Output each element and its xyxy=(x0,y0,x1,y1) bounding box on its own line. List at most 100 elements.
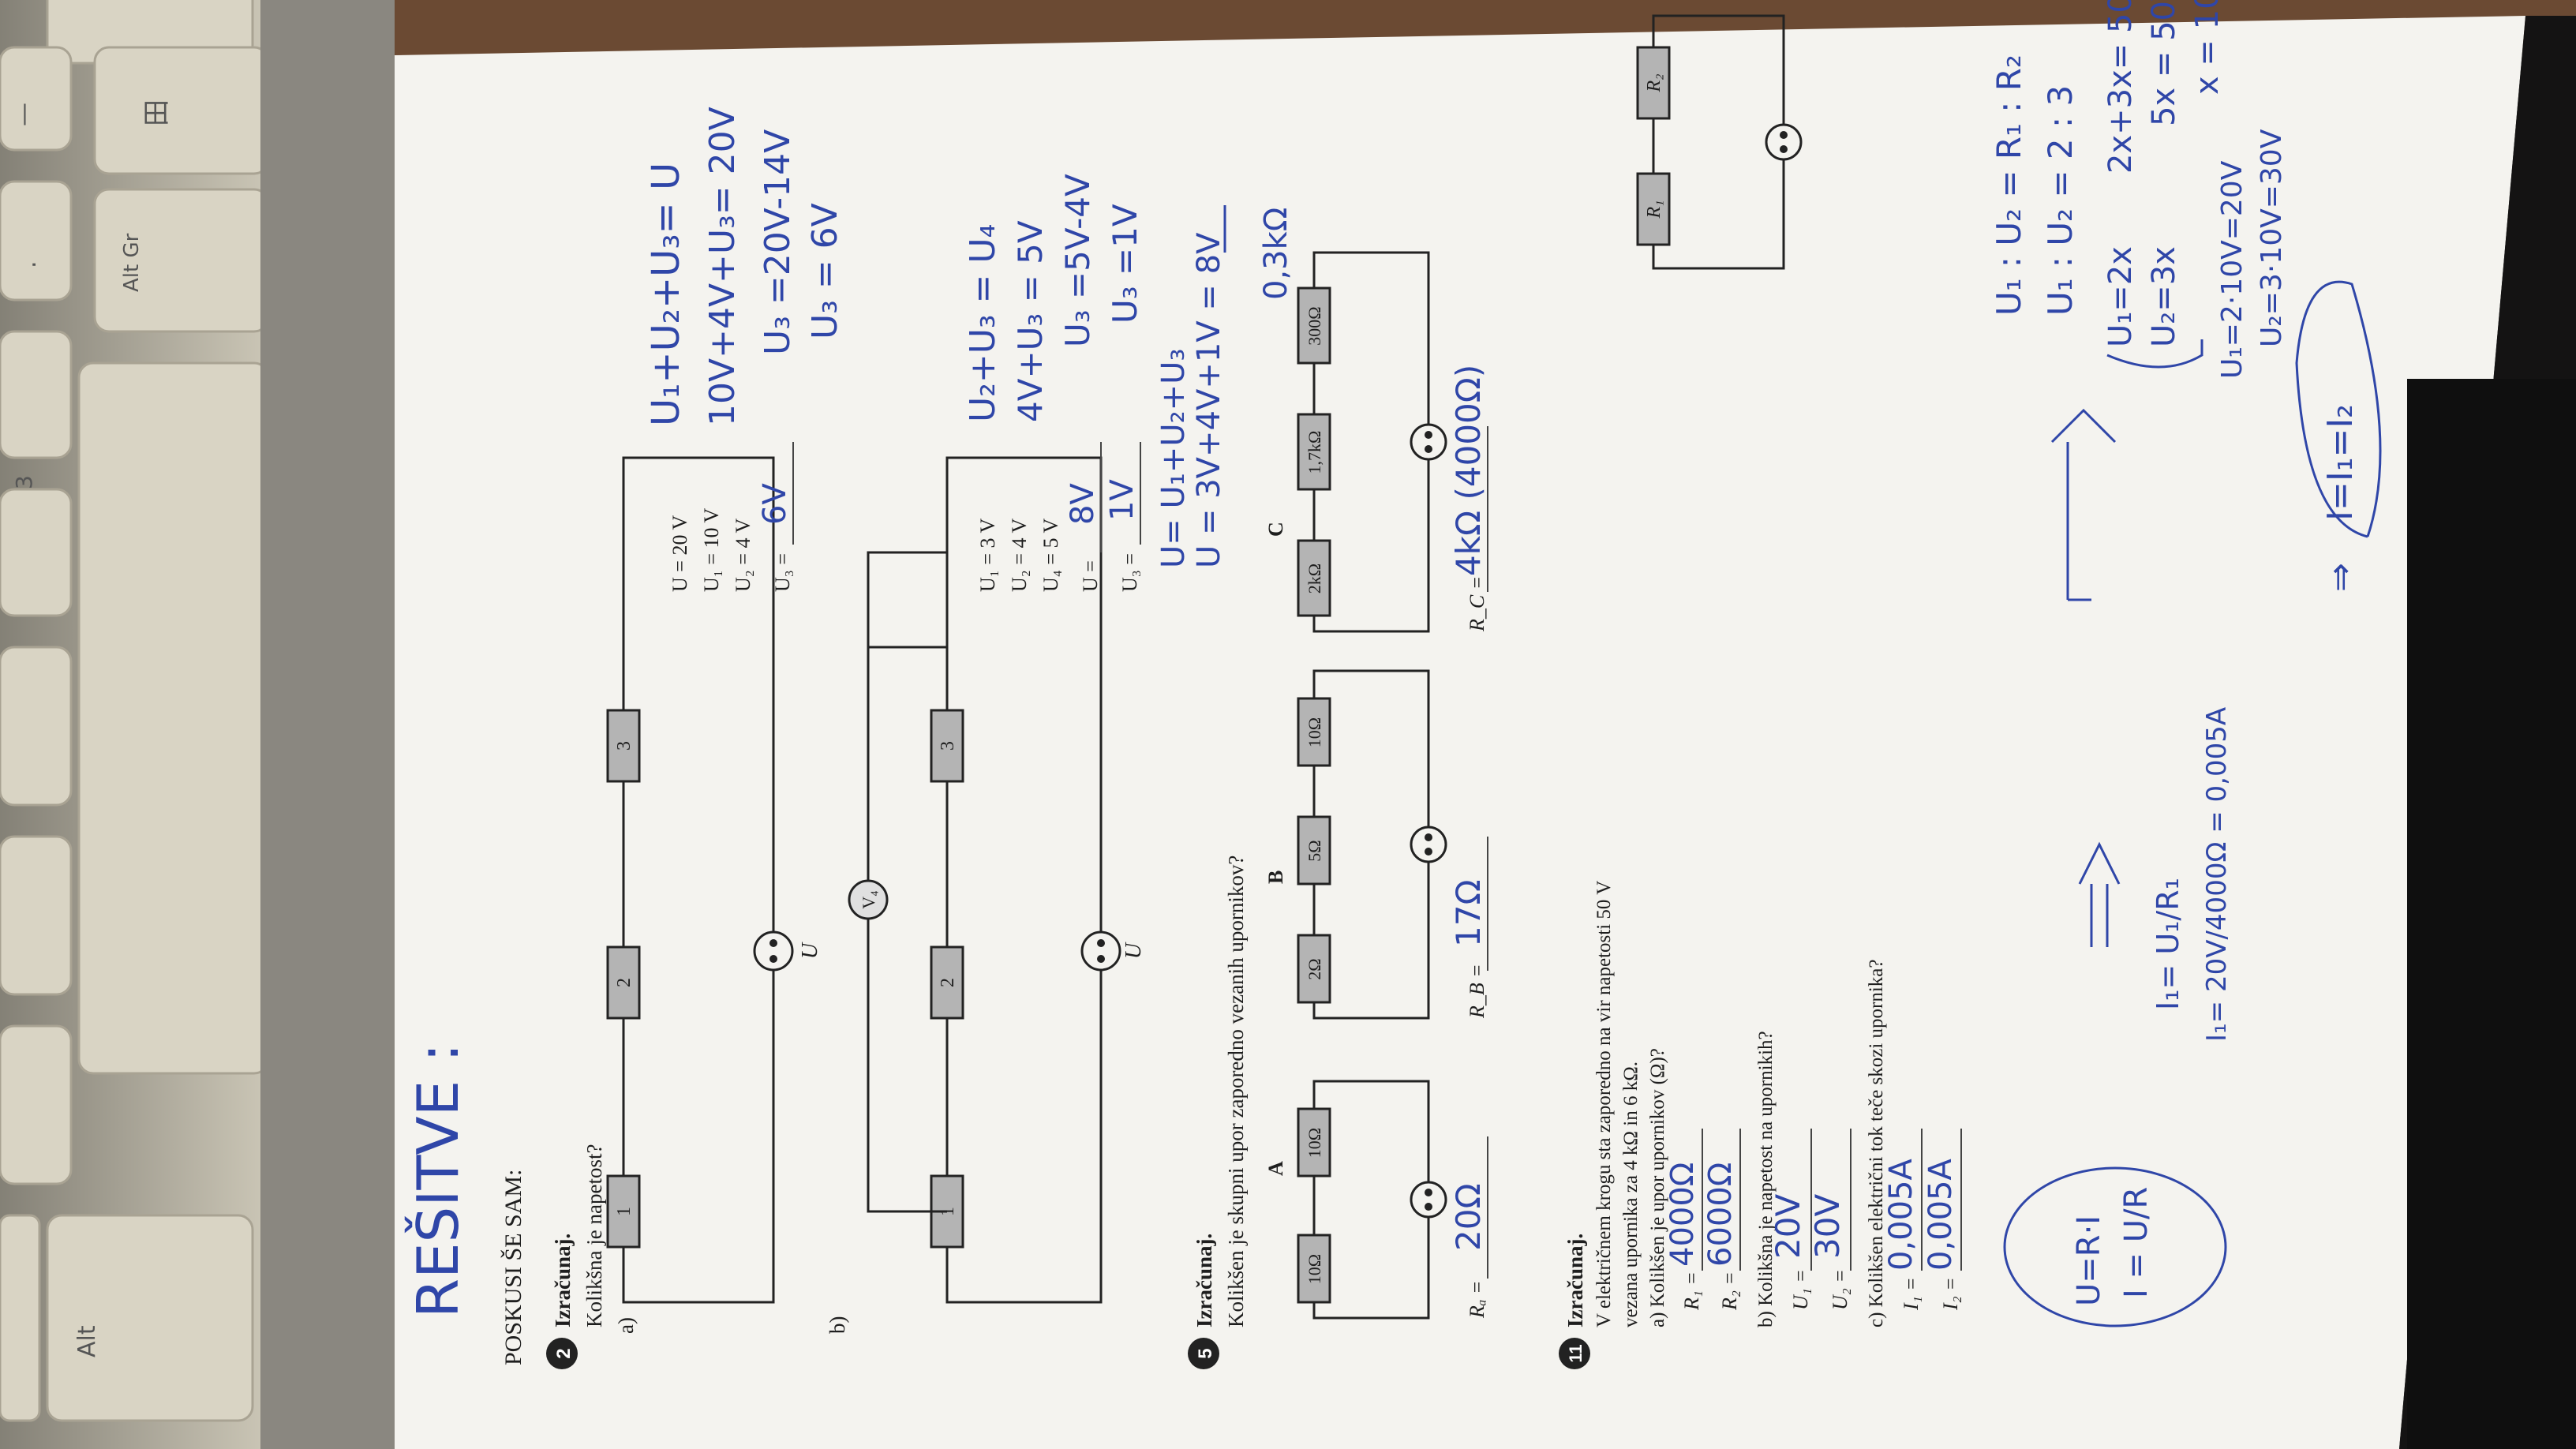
svg-text:U₁ = 10 V: U₁ = 10 V xyxy=(700,507,723,592)
keyboard: Alt Alt Gr 田 — 3 . xyxy=(0,0,410,1449)
svg-text:U = 20 V: U = 20 V xyxy=(668,515,691,592)
svg-text:U₁ : U₂ = 2 : 3: U₁ : U₂ = 2 : 3 xyxy=(2041,85,2080,316)
circuit-5c: 2kΩ 1,7kΩ 300Ω 0,3kΩ R_C = 4kΩ (4000Ω) xyxy=(1258,208,1488,633)
svg-text:⇒: ⇒ xyxy=(2320,563,2361,592)
task2-question: Kolikšna je napetost? xyxy=(582,1144,606,1327)
svg-text:U = 3V+4V+1V = 8V: U = 3V+4V+1V = 8V xyxy=(1191,232,1227,568)
svg-text:U: U xyxy=(1121,942,1146,959)
svg-text:4V+U₃ = 5V: 4V+U₃ = 5V xyxy=(1011,220,1050,422)
svg-text:2kΩ: 2kΩ xyxy=(1305,564,1324,593)
source-label-2a: U xyxy=(798,942,822,959)
worksheet-content: REŠITVE : POSKUSI ŠE SAM: 2 Izračunaj. K… xyxy=(405,0,2382,1369)
svg-text:U₁+U₂+U₃= U: U₁+U₂+U₃= U xyxy=(644,163,688,426)
svg-text:V električnem krogu sta zapore: V električnem krogu sta zaporedno na vir… xyxy=(1593,881,1615,1327)
rb-answer: 17Ω xyxy=(1449,879,1488,947)
u-work: U₁=2·10V=20V U₂=3·10V=30V xyxy=(2216,129,2288,379)
task2-number: 2 xyxy=(553,1348,575,1358)
circuit-5a: 10Ω 10Ω Rₐ = 20Ω xyxy=(1297,1080,1488,1320)
svg-text:Rₐ =: Rₐ = xyxy=(1466,1280,1488,1319)
u2-answer: 30V xyxy=(1808,1194,1847,1259)
r1-answer: 4000Ω xyxy=(1664,1163,1701,1267)
svg-text:5x = 50V: 5x = 50V xyxy=(2146,0,2182,126)
circuit-2a: 1 2 3 U xyxy=(606,456,822,1304)
task2-a-label: a) xyxy=(614,1317,638,1334)
handwritten-title: REŠITVE : xyxy=(405,1043,471,1318)
svg-text:U₂=3x: U₂=3x xyxy=(2146,246,2182,347)
svg-text:U₂ = 4 V: U₂ = 4 V xyxy=(1008,518,1031,592)
ra-answer: 20Ω xyxy=(1449,1183,1488,1251)
svg-text:10V+4V+U₃= 20V: 10V+4V+U₃= 20V xyxy=(702,107,743,426)
task5-question: Kolikšen je skupni upor zaporedno vezani… xyxy=(1224,856,1248,1327)
arrow-up-icon xyxy=(2050,408,2117,601)
task2b-given: U₁ = 3 V U₂ = 4 V U₄ = 5 V U = 8V U₃ = 1… xyxy=(976,442,1141,592)
svg-text:U₁=2x: U₁=2x xyxy=(2102,246,2139,347)
altgr-key-label: Alt Gr xyxy=(120,233,144,292)
voltmeter-label: V₄ xyxy=(859,890,878,909)
svg-text:U₃ = 6V: U₃ = 6V xyxy=(805,203,845,339)
ohm-law-note: U=R·I I = U/R xyxy=(2003,1166,2227,1327)
task2a-given: U = 20 V U₁ = 10 V U₂ = 4 V U₃ = 6V xyxy=(668,442,794,592)
three-key-label: 3 xyxy=(11,475,37,489)
svg-text:b) Kolikšna je napetost na upo: b) Kolikšna je napetost na upornikih? xyxy=(1755,1031,1777,1327)
svg-text:10Ω: 10Ω xyxy=(1305,1128,1324,1158)
svg-text:5Ω: 5Ω xyxy=(1305,840,1324,861)
svg-text:U₁ : U₂ = R₁ : R₂: U₁ : U₂ = R₁ : R₂ xyxy=(1990,54,2028,316)
grid-key-label: 田 xyxy=(141,99,173,126)
svg-text:R_B =: R_B = xyxy=(1466,964,1488,1019)
svg-text:U₄ = 5 V: U₄ = 5 V xyxy=(1039,518,1062,592)
dash-key-label: — xyxy=(10,103,38,126)
res-2a-3: 3 xyxy=(614,741,635,751)
task2-b-label: b) xyxy=(826,1316,849,1335)
svg-text:U₂=3·10V=30V: U₂=3·10V=30V xyxy=(2256,129,2288,347)
svg-text:2: 2 xyxy=(938,978,958,987)
circuit-label-c: C xyxy=(1264,522,1287,537)
res-2a-1: 1 xyxy=(614,1207,635,1216)
rc-answer: 4kΩ (4000Ω) xyxy=(1449,365,1488,576)
i2-answer: 0,005A xyxy=(1923,1158,1959,1271)
svg-text:R_C =: R_C = xyxy=(1466,576,1488,632)
circuit-2b: 1 2 3 V₄ U xyxy=(848,456,1146,1304)
svg-text:U₃ =20V-14V: U₃ =20V-14V xyxy=(758,129,798,355)
res-2a-2: 2 xyxy=(614,978,635,987)
svg-text:I₁= 20V/4000Ω = 0,005A: I₁= 20V/4000Ω = 0,005A xyxy=(2201,707,2233,1042)
alt-key-label: Alt xyxy=(73,1325,101,1357)
circuit-label-b: B xyxy=(1264,871,1287,884)
dot-key-label: . xyxy=(14,260,42,268)
u1-answer: 20V xyxy=(1769,1194,1807,1259)
worksheet-paper xyxy=(395,16,2525,1449)
task11-instruction: Izračunaj. xyxy=(1563,1234,1587,1327)
svg-text:U₃ =1V: U₃ =1V xyxy=(1106,204,1144,324)
svg-text:1,7kΩ: 1,7kΩ xyxy=(1305,431,1324,474)
svg-text:I₁= U₁/R₁: I₁= U₁/R₁ xyxy=(2151,878,2185,1010)
svg-text:300Ω: 300Ω xyxy=(1305,306,1324,345)
svg-text:10Ω: 10Ω xyxy=(1305,1254,1324,1284)
svg-text:U₁=2·10V=20V: U₁=2·10V=20V xyxy=(2216,160,2248,379)
svg-text:U=R·I: U=R·I xyxy=(2071,1215,2107,1306)
svg-text:U₃ =: U₃ = xyxy=(1118,553,1141,592)
r2-answer: 6000Ω xyxy=(1702,1163,1739,1267)
svg-text:2x+3x= 50V: 2x+3x= 50V xyxy=(2102,0,2139,174)
svg-text:R₂ =: R₂ = xyxy=(1718,1271,1741,1311)
svg-text:I₁ =: I₁ = xyxy=(1900,1277,1923,1311)
svg-text:U₂ = 4 V: U₂ = 4 V xyxy=(732,518,754,592)
circuit-label-a: A xyxy=(1264,1161,1287,1176)
intro-text: POSKUSI ŠE SAM: xyxy=(500,1170,526,1365)
svg-text:U= U₁+U₂+U₃: U= U₁+U₂+U₃ xyxy=(1155,349,1192,568)
task5-b-total-work: U= U₁+U₂+U₃ U = 3V+4V+1V = 8V xyxy=(1155,205,1227,568)
task2b-work: U₂+U₃ = U₄ 4V+U₃ = 5V U₃ =5V-4V U₃ =1V xyxy=(963,174,1144,422)
svg-text:3: 3 xyxy=(938,741,958,751)
task2b-u3-answer: 1V xyxy=(1104,479,1140,521)
ratio-work: U₁ : U₂ = R₁ : R₂ U₁ : U₂ = 2 : 3 xyxy=(1990,54,2080,316)
task5-number: 5 xyxy=(1195,1348,1216,1358)
circuit-11: R₁ R₂ xyxy=(1636,14,1803,270)
dark-object xyxy=(2407,379,2576,1449)
svg-text:x = 10V: x = 10V xyxy=(2189,0,2226,95)
svg-text:c) Kolikšen električni tok teč: c) Kolikšen električni tok teče skozi up… xyxy=(1866,959,1887,1327)
task2a-u3-label: U₃ = xyxy=(771,553,794,592)
svg-text:U₂+U₃ = U₄: U₂+U₃ = U₄ xyxy=(963,224,1003,422)
svg-text:U₃ =5V-4V: U₃ =5V-4V xyxy=(1058,174,1097,347)
task5-instruction: Izračunaj. xyxy=(1193,1234,1216,1327)
svg-text:a) Kolikšen je upor upornikov: a) Kolikšen je upor upornikov (Ω)? xyxy=(1647,1048,1668,1327)
svg-text:2Ω: 2Ω xyxy=(1305,958,1324,979)
